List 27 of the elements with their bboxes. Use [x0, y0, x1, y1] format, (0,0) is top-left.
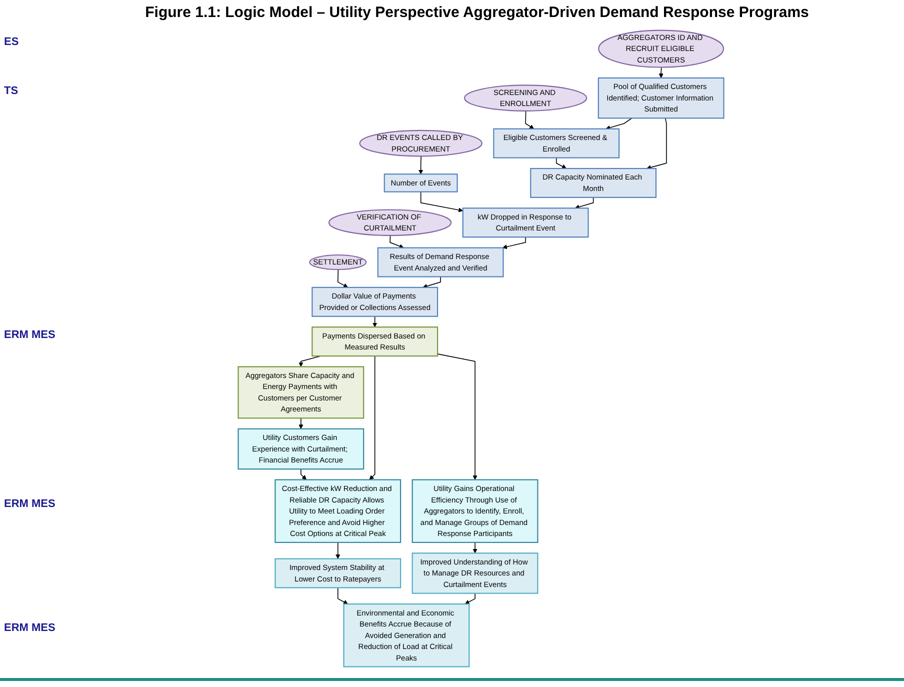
arrow — [420, 191, 464, 212]
arrow — [464, 592, 476, 604]
arrow — [556, 157, 567, 169]
arrow — [337, 269, 348, 288]
arrow — [525, 110, 534, 130]
arrow — [502, 236, 526, 250]
row-label: TS — [4, 85, 20, 98]
arrow — [369, 356, 376, 480]
arrow — [390, 235, 404, 248]
row-label: ERM MES — [4, 498, 56, 512]
row-label: ERM MES — [4, 328, 56, 342]
arrow — [574, 197, 594, 210]
arrow — [337, 587, 348, 604]
arrow — [658, 67, 664, 78]
arrow — [300, 468, 307, 480]
row-label: ERM MES — [4, 622, 56, 636]
arrow — [437, 354, 478, 480]
arrow — [472, 542, 478, 554]
arrow — [422, 276, 441, 288]
arrow — [606, 118, 632, 130]
arrow — [418, 156, 424, 174]
arrow — [646, 118, 667, 170]
figure-title: Figure 1.1: Logic Model – Utility Perspective Aggregator-Driven Demand Response Programs — [144, 4, 810, 21]
row-label: ES — [4, 36, 20, 49]
arrow — [298, 418, 304, 430]
arrow — [372, 316, 378, 328]
arrow — [336, 542, 340, 559]
